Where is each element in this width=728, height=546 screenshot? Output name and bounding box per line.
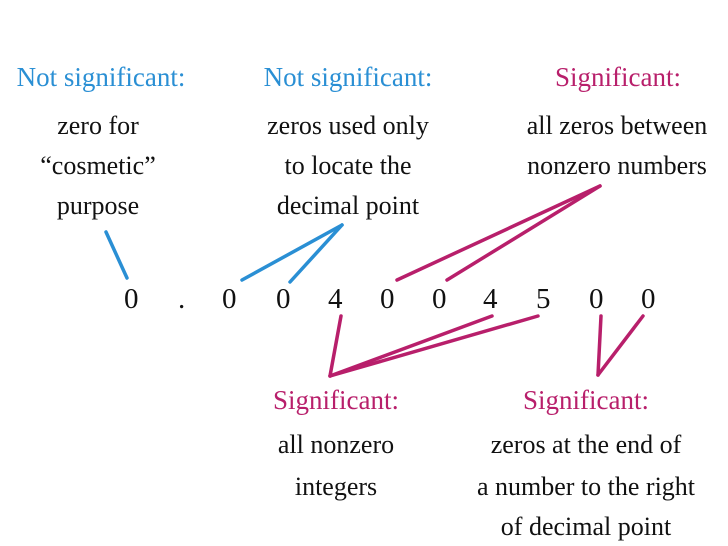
- label-line: a number to the right: [476, 472, 696, 501]
- label-line: decimal point: [276, 191, 420, 220]
- decimal-point: .: [178, 283, 186, 315]
- label-line: all nonzero: [277, 430, 395, 459]
- digit-8: 0: [589, 283, 604, 315]
- digit-1: 0: [222, 283, 237, 315]
- label-line: to locate the: [284, 151, 412, 180]
- digit-7: 5: [536, 283, 551, 315]
- label-line: “cosmetic”: [40, 151, 156, 180]
- label-heading: Significant:: [273, 385, 399, 415]
- connector-trailing-zero-1: [596, 314, 603, 377]
- connector-nonzero-5: [328, 314, 540, 378]
- digit-0: 0: [124, 283, 139, 315]
- connector-between-zero-1: [395, 184, 602, 282]
- digit-4: 0: [380, 283, 395, 315]
- label-line: integers: [294, 472, 378, 501]
- label-line: all zeros between: [526, 111, 708, 140]
- label-line: of decimal point: [500, 512, 672, 541]
- connector-nonzero-4b: [328, 314, 494, 378]
- connector-decimal-zero-1: [240, 223, 344, 282]
- connector-trailing-zero-2: [596, 314, 645, 377]
- label-line: purpose: [56, 191, 140, 220]
- connector-between-zero-2: [445, 184, 602, 282]
- label-line: zero for: [57, 111, 139, 140]
- digit-3: 4: [328, 283, 343, 315]
- connector-decimal-zero-2: [288, 223, 344, 284]
- connector-cosmetic-zero: [104, 230, 129, 280]
- label-line: zeros at the end of: [490, 430, 682, 459]
- label-heading: Significant:: [555, 62, 681, 92]
- label-heading: Not significant:: [263, 62, 433, 92]
- digit-5: 0: [432, 283, 447, 315]
- label-line: zeros used only: [267, 111, 429, 140]
- digit-6: 4: [483, 283, 498, 315]
- digit-9: 0: [641, 283, 656, 315]
- label-heading: Not significant:: [16, 62, 186, 92]
- digit-2: 0: [276, 283, 291, 315]
- label-line: nonzero numbers: [527, 151, 707, 180]
- label-heading: Significant:: [523, 385, 649, 415]
- connector-nonzero-4a: [328, 314, 343, 378]
